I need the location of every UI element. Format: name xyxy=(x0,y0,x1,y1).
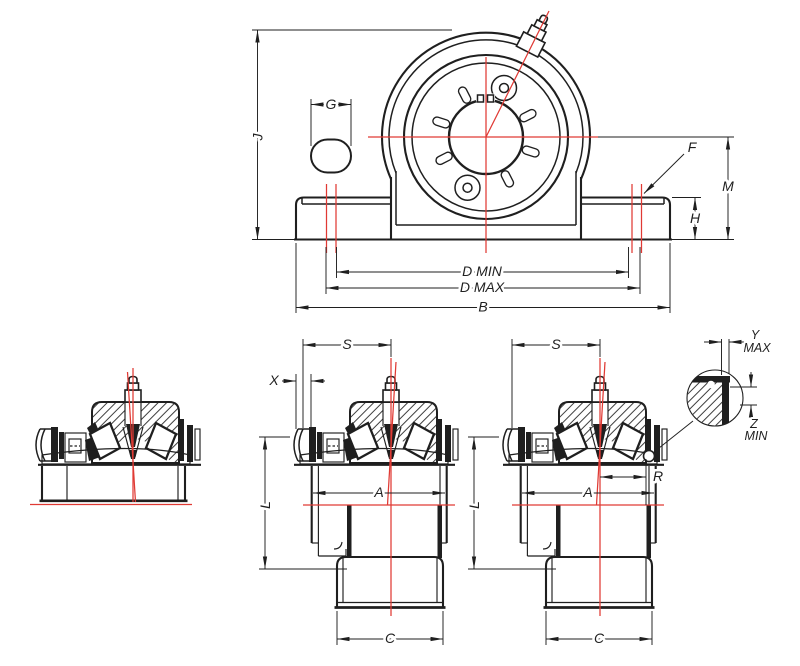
seal-position-marker xyxy=(642,449,656,463)
dim-label-j: J xyxy=(250,133,266,142)
dim-label-c-right: C xyxy=(594,630,605,646)
dim-label-f: F xyxy=(688,139,698,155)
right-view-dimensions: S A L R C Y MAX xyxy=(464,326,774,649)
set-screw-top-right xyxy=(490,74,518,102)
side-section-view-middle: S X A L C xyxy=(255,334,460,649)
right-view-centerlines xyxy=(512,358,664,616)
dim-label-m: M xyxy=(722,178,734,194)
dim-label-y-max: MAX xyxy=(743,341,771,355)
set-screw-bottom-left xyxy=(454,174,481,201)
dim-label-g: G xyxy=(326,96,337,112)
dim-label-h: H xyxy=(690,210,701,226)
left-view-centerlines xyxy=(30,368,192,506)
front-elevation-view: J G F M H D MIN D xyxy=(247,10,737,317)
dim-label-z-min: MIN xyxy=(745,429,769,443)
middle-view-dimensions: S X A L C xyxy=(255,334,445,649)
left-view-base xyxy=(39,466,188,503)
middle-view-pedestal xyxy=(334,555,446,609)
right-view-pedestal xyxy=(543,555,655,609)
dim-label-s-middle: S xyxy=(342,336,352,352)
grease-fitting-front xyxy=(515,14,549,59)
dim-label-x: X xyxy=(268,372,279,388)
dim-label-c-middle: C xyxy=(385,630,396,646)
dim-label-s-right: S xyxy=(551,336,561,352)
middle-view-centerlines xyxy=(303,358,455,616)
left-foot xyxy=(294,196,391,240)
dim-label-d-max: D MAX xyxy=(460,279,505,295)
housing-inner-arch xyxy=(388,39,584,174)
front-centerlines xyxy=(325,10,643,253)
dim-label-b: B xyxy=(478,299,487,315)
mounting-bolt-slot xyxy=(310,138,352,174)
side-section-view-right: S A L R C Y MAX xyxy=(464,326,774,649)
dim-label-a-right: A xyxy=(582,484,592,500)
dim-label-l-right: L xyxy=(466,501,482,509)
locking-collar-slots xyxy=(432,86,540,188)
side-section-view-left xyxy=(30,368,202,506)
dim-label-z: Z xyxy=(749,417,758,431)
dim-label-d-min: D MIN xyxy=(462,263,503,279)
seal-detail-circle xyxy=(686,369,744,427)
dim-label-a-middle: A xyxy=(373,484,383,500)
detail-leader-line xyxy=(653,420,694,453)
right-foot xyxy=(581,196,672,240)
dim-label-y: Y xyxy=(751,328,761,342)
housing-outer-arch xyxy=(380,31,592,180)
dim-label-r: R xyxy=(653,468,663,484)
dim-label-l-middle: L xyxy=(257,501,273,509)
middle-view-side-plates xyxy=(310,466,448,558)
right-view-side-plates xyxy=(519,466,657,558)
front-dimensions: J G F M H D MIN D xyxy=(247,29,737,317)
